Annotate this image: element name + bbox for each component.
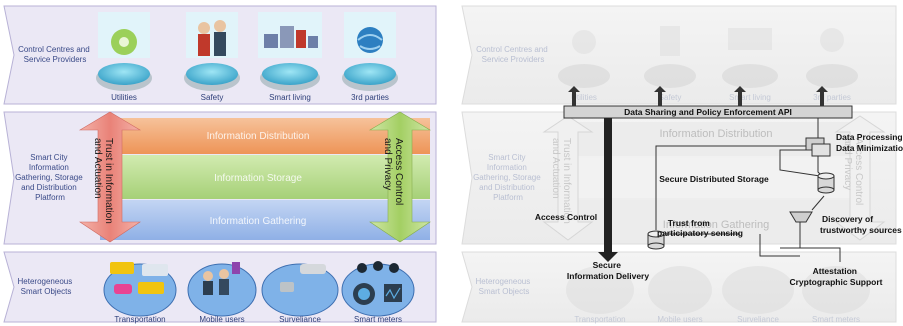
- faded-layer-storage: [566, 158, 856, 198]
- layer-gathering: [100, 200, 430, 240]
- faded-provider-smart-living: Smart living: [729, 93, 771, 102]
- object-label-surveliance: Surveliance: [279, 315, 321, 324]
- access-control-label: Access Control: [535, 212, 597, 222]
- right-panel: Control Centres and Service Providers Sm…: [461, 5, 903, 324]
- provider-smart-living[interactable]: Smart living: [258, 12, 322, 102]
- faded-trust-label: Trust in Information and Actuation: [550, 138, 572, 227]
- object-smart-meters[interactable]: Smart meters: [341, 261, 415, 324]
- provider-label-3rd-parties: 3rd parties: [351, 93, 389, 102]
- trust-arrow: [78, 111, 142, 243]
- object-label-smart-meters: Smart meters: [354, 315, 402, 324]
- trust-from-label: Trust from participatory sensing: [657, 218, 743, 238]
- discovery-label: Discovery of trustworthy sources: [820, 214, 902, 235]
- faded-object-transportation: Transportation: [574, 315, 625, 324]
- bus-icon: [110, 262, 134, 274]
- trust-arrow-label: Trust in Information and Actuation: [92, 138, 114, 227]
- globe-icon: [357, 27, 383, 53]
- access-arrow-label: Access Control and Privacy: [382, 138, 404, 208]
- layer-storage-label: Information Storage: [214, 173, 302, 184]
- provider-label-safety: Safety: [201, 93, 224, 102]
- layer-distribution-label: Information Distribution: [207, 131, 310, 142]
- faded-object-surveliance: Surveliance: [737, 315, 779, 324]
- faded-provider-safety: Safety: [659, 93, 682, 102]
- band-label-middle: Smart City Information Gathering, Storag…: [15, 153, 85, 202]
- provider-label-smart-living: Smart living: [269, 93, 311, 102]
- faded-label-middle: Smart City Information Gathering, Storag…: [473, 153, 543, 202]
- faded-layer-gathering-label: Information Gathering: [663, 219, 769, 231]
- object-mobile-users[interactable]: Mobile users: [187, 262, 257, 324]
- sensing-storage-icon: [647, 230, 665, 250]
- faded-trust-arrow: [542, 115, 594, 241]
- faded-object-mobile-users: Mobile users: [657, 315, 702, 324]
- attestation-label: Attestation Cryptographic Support: [789, 266, 882, 287]
- provider-3rd-parties[interactable]: 3rd parties: [342, 12, 398, 102]
- object-label-mobile-users: Mobile users: [199, 315, 244, 324]
- band-label-bottom: Heterogeneous Smart Objects: [18, 277, 75, 296]
- access-arrow: [368, 111, 432, 243]
- faded-object-smart-meters: Smart meters: [812, 315, 860, 324]
- phone-icon: [232, 262, 240, 274]
- api-bar-label: Data Sharing and Policy Enforcement API: [624, 107, 792, 117]
- faded-access-arrow: [834, 115, 886, 241]
- secure-delivery-label: Secure Information Delivery: [567, 260, 649, 281]
- faded-objects: [566, 266, 870, 314]
- faded-label-bottom: Heterogeneous Smart Objects: [476, 277, 533, 296]
- faded-provider-3rd-parties: 3rd parties: [813, 93, 851, 102]
- camera-icon: [300, 264, 326, 274]
- api-bar: [563, 105, 853, 119]
- band-faded-top: [461, 5, 897, 105]
- provider-safety[interactable]: Safety: [184, 12, 240, 102]
- faded-layer-distribution-label: Information Distribution: [659, 128, 772, 140]
- api-up-arrows: [568, 86, 828, 106]
- faded-provider-utilities: Utilities: [571, 93, 597, 102]
- provider-label-utilities: Utilities: [111, 93, 137, 102]
- layer-distribution: [100, 118, 430, 154]
- layer-storage: [100, 155, 430, 199]
- discovery-funnel-icon: [789, 211, 813, 223]
- faded-label-top: Control Centres and Service Providers: [476, 45, 550, 64]
- faded-access-label: Access Control and Privacy: [842, 138, 864, 208]
- person-icon: [203, 271, 213, 281]
- provider-utilities[interactable]: Utilities: [96, 12, 152, 102]
- faded-providers: [558, 26, 858, 88]
- person-icon: [198, 22, 210, 34]
- secure-storage-label: Secure Distributed Storage: [659, 174, 769, 184]
- data-processing-icon: [805, 137, 831, 157]
- object-surveliance[interactable]: Surveliance: [261, 263, 339, 324]
- gauge-icon: [357, 263, 367, 273]
- object-label-transportation: Transportation: [114, 315, 165, 324]
- band-faded-bottom: [461, 251, 897, 323]
- object-transportation[interactable]: Transportation: [103, 262, 177, 324]
- band-label-top: Control Centres and Service Providers: [18, 45, 92, 64]
- layer-gathering-label: Information Gathering: [210, 216, 307, 227]
- data-processing-label: Data Processing Data Minimization: [836, 132, 903, 153]
- secure-delivery-arrow: [598, 118, 618, 262]
- left-panel: Control Centres and Service Providers Sm…: [3, 5, 437, 324]
- building-icon: [264, 34, 278, 48]
- car-icon: [114, 284, 132, 294]
- storage-icon: [817, 172, 835, 194]
